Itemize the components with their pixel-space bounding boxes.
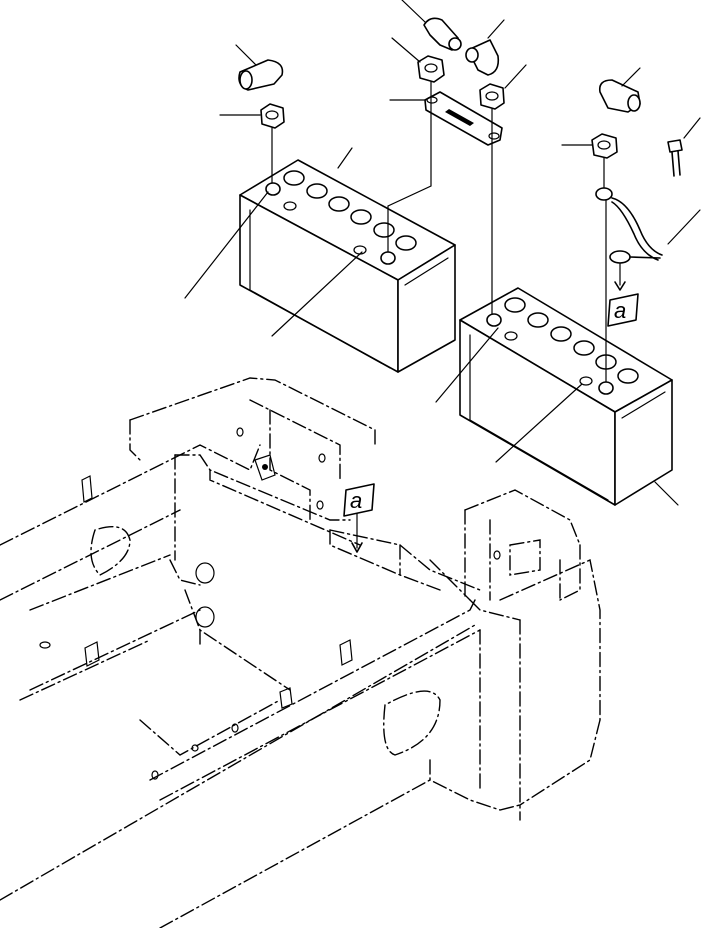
battery-left-negative-terminal: [380, 251, 396, 265]
battery-right-negative-terminal: [598, 381, 614, 395]
ground-bolt: [667, 139, 683, 177]
terminal-cover-2: [423, 17, 462, 51]
reference-label-cable-text: a: [614, 298, 626, 323]
battery-right-vent-caps: [504, 297, 639, 384]
terminal-nut-2: [417, 55, 445, 83]
battery-left-positive-terminal: [265, 182, 281, 196]
battery-right-positive-terminal: [486, 313, 502, 327]
terminal-cover-4: [598, 79, 641, 113]
connector-strap: [424, 91, 503, 146]
battery-left-vent-caps: [283, 170, 417, 251]
reference-label-frame-text: a: [350, 488, 362, 513]
machine-frame: [0, 377, 601, 928]
terminal-cover-1: [238, 59, 284, 91]
terminal-cover-3: [465, 39, 500, 76]
assembly-lines: [271, 81, 626, 553]
leader-lines: [184, 0, 701, 506]
ground-cable: [595, 187, 663, 264]
reference-label-frame: a: [343, 483, 375, 517]
reference-label-cable: a: [607, 293, 639, 327]
battery-right: [459, 287, 673, 506]
terminal-nut-3: [479, 83, 505, 110]
battery-left: [239, 159, 456, 373]
terminal-nut-4: [591, 133, 618, 159]
terminal-nut-1: [260, 103, 285, 129]
